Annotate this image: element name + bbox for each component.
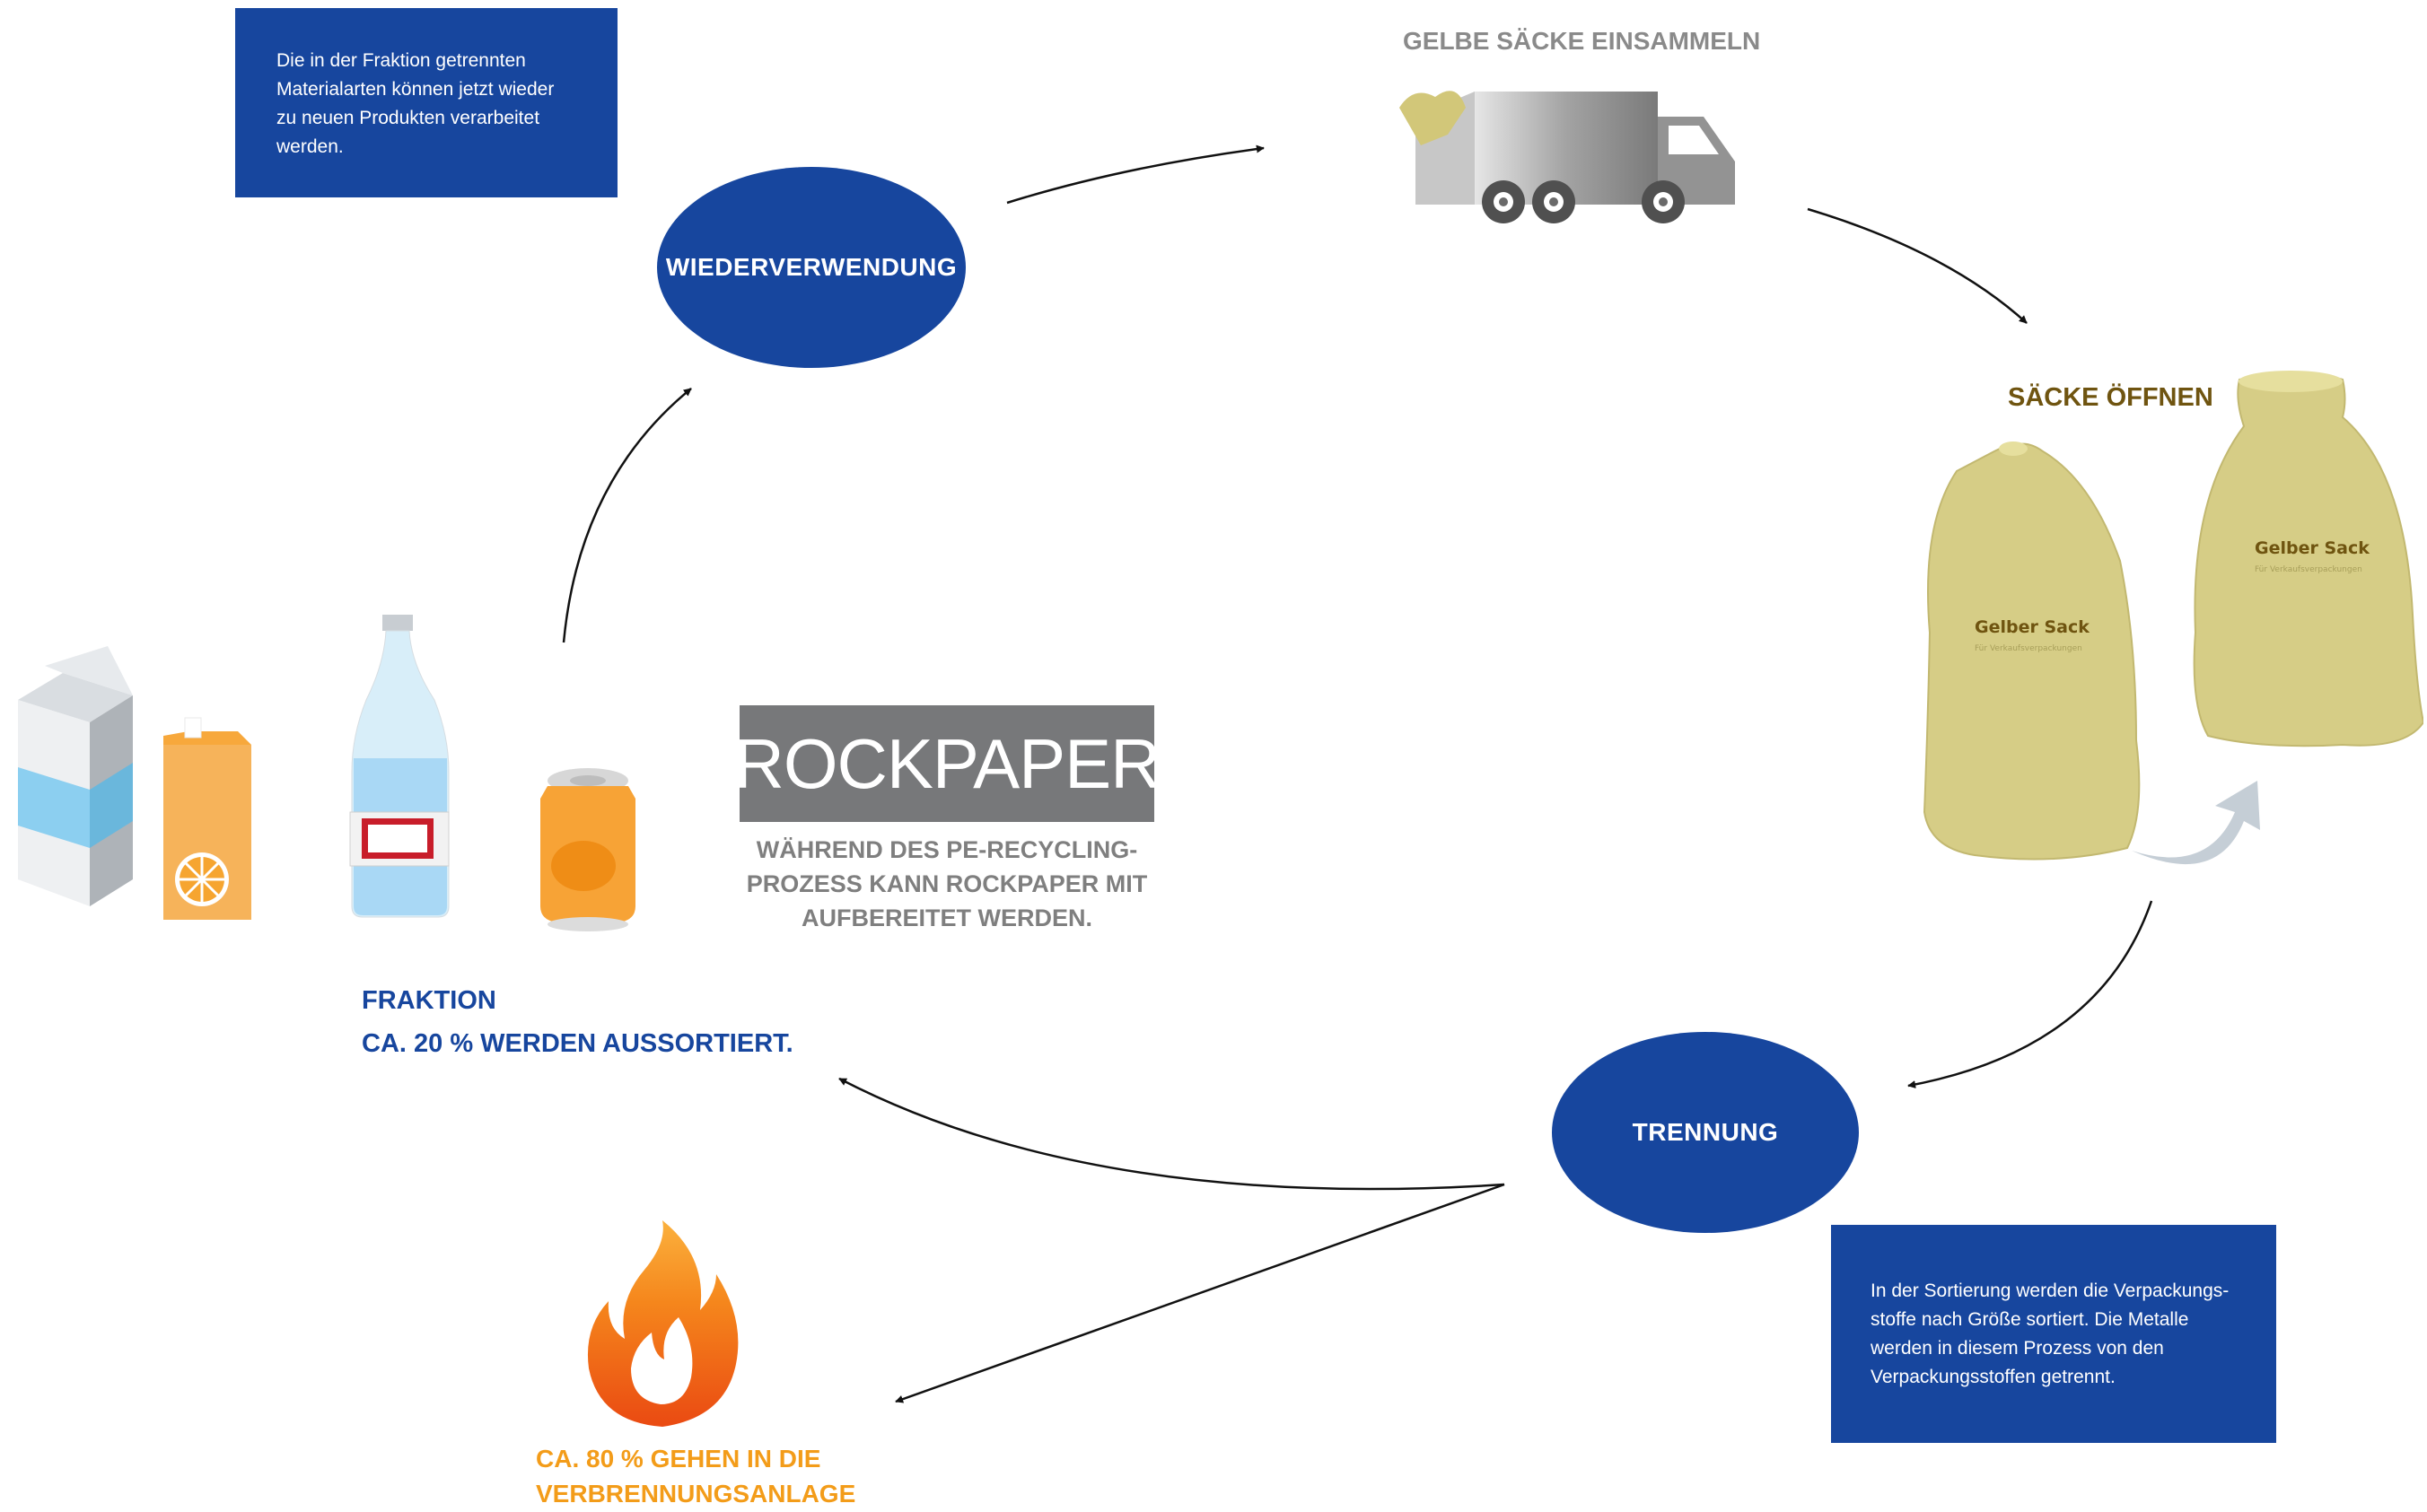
fire-icon [587, 1220, 739, 1427]
rockpaper-logo: ROCKPAPER [734, 705, 1161, 822]
fraction-percentage-label: CA. 20 % WERDEN AUSSORTIERT. [362, 1029, 793, 1058]
front-sack-sublabel: Für Verkaufsverpackungen [1975, 644, 2082, 653]
packaging-icons [18, 615, 635, 931]
separation-info-note: In der Sortierung werden die Verpackungs… [1831, 1225, 2276, 1443]
back-sack-sublabel: Für Verkaufsverpackungen [2255, 565, 2362, 574]
reuse-info-note: Die in der Fraktion getrennten Materiala… [235, 8, 618, 197]
reuse-node: WIEDERVERWENDUNG [657, 167, 966, 368]
garbage-truck-icon [1399, 91, 1735, 223]
incineration-label: CA. 80 % GEHEN IN DIE [536, 1445, 821, 1473]
separation-info-text: In der Sortierung werden die Verpackungs… [1871, 1280, 2230, 1387]
rockpaper-logo-text: ROCKPAPER [733, 723, 1161, 803]
arrow-fraction-to-reuse [562, 388, 692, 643]
juice-carton-icon [163, 717, 251, 920]
yellow-bag-icon: Gelber Sack Für Verkaufsverpackungen Gel… [1923, 371, 2423, 861]
milk-carton-icon [18, 646, 133, 906]
reuse-node-label: WIEDERVERWENDUNG [665, 253, 958, 281]
front-sack-label: Gelber Sack [1975, 617, 2090, 637]
open-bags-step-label: SÄCKE ÖFFNEN [2008, 383, 2213, 412]
sack-swap-arrow [2132, 781, 2260, 865]
arrow-reuse-to-collect [1006, 144, 1265, 205]
drink-can-icon [540, 768, 635, 931]
reuse-info-text: Die in der Fraktion getrennten Materiala… [276, 50, 555, 157]
collect-step-label: GELBE SÄCKE EINSAMMELN [1403, 27, 1761, 55]
arrow-collect-to-open [1807, 207, 2028, 324]
separation-node: TRENNUNG [1552, 1032, 1859, 1233]
fraction-label: FRAKTION [362, 986, 496, 1015]
rockpaper-caption: WÄHREND DES PE-RECYCLING- PROZESS KANN R… [746, 836, 1148, 931]
back-sack-label: Gelber Sack [2255, 538, 2370, 558]
arrow-open-to-separation [1907, 900, 2153, 1088]
arrow-separation-to-incineration [895, 1183, 1505, 1403]
separation-node-label: TRENNUNG [1632, 1118, 1779, 1146]
water-bottle-icon [349, 615, 450, 918]
incineration-label-2: VERBRENNUNGSANLAGE [536, 1480, 856, 1508]
arrow-separation-to-fraction [838, 1077, 1505, 1191]
